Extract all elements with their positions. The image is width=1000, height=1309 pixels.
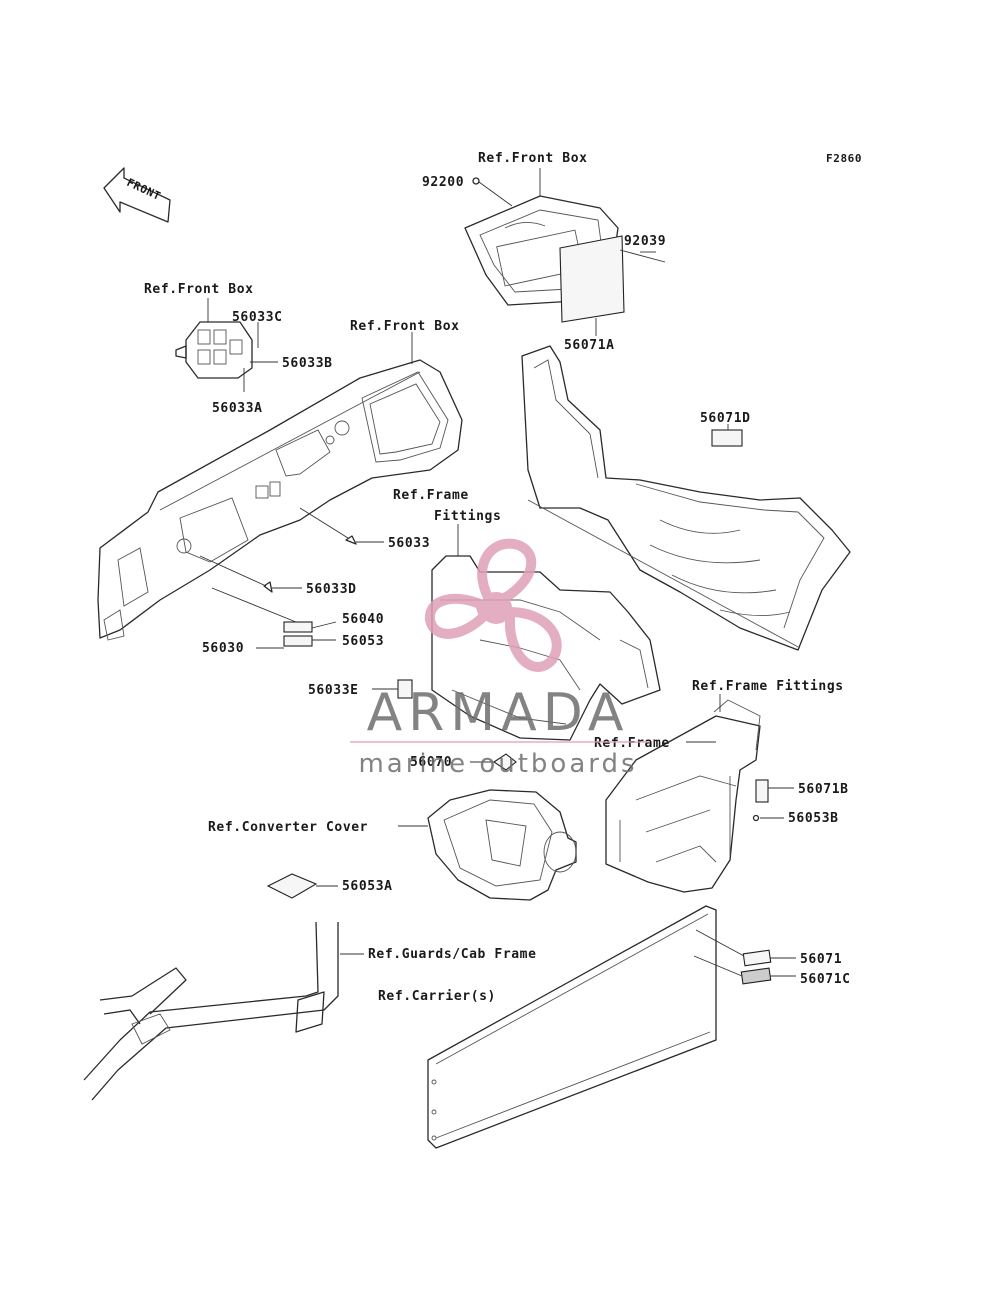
callout-ref-front-box-mid: Ref.Front Box <box>350 319 460 334</box>
grommet-92200 <box>472 177 480 185</box>
callout-92200: 92200 <box>422 175 464 190</box>
callout-56053A: 56053A <box>342 879 393 894</box>
front-arrow-icon: FRONT <box>103 167 171 223</box>
callout-ref-guards-cab-frame: Ref.Guards/Cab Frame <box>368 947 537 962</box>
watermark: ARMADA marine outboards <box>350 538 650 779</box>
decal-56070 <box>493 753 517 771</box>
callout-56030: 56030 <box>202 641 244 656</box>
decal-56071A <box>559 235 625 323</box>
callout-56033B: 56033B <box>282 356 333 371</box>
switch-panel <box>175 321 253 379</box>
decal-56053A <box>266 873 318 899</box>
carrier-panel <box>427 905 717 1149</box>
callout-56033C: 56033C <box>232 310 283 325</box>
watermark-tagline: marine outboards <box>358 749 637 779</box>
callout-56071A: 56071A <box>564 338 615 353</box>
callout-ref-frame: Ref.Frame <box>594 736 670 751</box>
callout-56071: 56071 <box>800 952 842 967</box>
propeller-logo-icon <box>425 538 562 672</box>
callout-ref-frame-fittings-right: Ref.Frame Fittings <box>692 679 844 694</box>
side-panel <box>521 345 851 651</box>
decal-56071B <box>755 779 769 803</box>
callout-56071B: 56071B <box>798 782 849 797</box>
watermark-brand: ARMADA <box>367 683 630 743</box>
converter-cover <box>427 789 577 901</box>
callout-ref-front-box-left: Ref.Front Box <box>144 282 254 297</box>
callout-92039: 92039 <box>624 234 666 249</box>
callout-ref-frame-fittings-1: Ref.Frame <box>393 488 469 503</box>
decal-56053 <box>283 635 313 647</box>
callout-ref-converter-cover: Ref.Converter Cover <box>208 820 368 835</box>
callout-56053: 56053 <box>342 634 384 649</box>
callout-ref-frame-fittings-2: Fittings <box>434 509 501 524</box>
callout-ref-carriers: Ref.Carrier(s) <box>378 989 496 1004</box>
callout-56033A: 56033A <box>212 401 263 416</box>
clip-56053B <box>752 814 760 822</box>
clip-56033 <box>345 535 357 545</box>
figure-code: F2860 <box>826 152 862 165</box>
decal-56071C <box>740 967 772 985</box>
dashboard-panel <box>97 359 463 641</box>
decal-56040 <box>283 621 313 633</box>
callout-ref-front-box-top: Ref.Front Box <box>478 151 588 166</box>
rear-frame <box>605 699 761 893</box>
guards-cab-frame <box>83 921 339 1101</box>
callout-56033E: 56033E <box>308 683 359 698</box>
callout-56071D: 56071D <box>700 411 751 426</box>
clip-56033D <box>263 581 273 593</box>
callout-56071C: 56071C <box>800 972 851 987</box>
decal-56071 <box>742 949 772 967</box>
callout-56070: 56070 <box>410 755 452 770</box>
callout-56033: 56033 <box>388 536 430 551</box>
callout-56040: 56040 <box>342 612 384 627</box>
decal-56071D <box>711 429 743 447</box>
callout-56033D: 56033D <box>306 582 357 597</box>
callout-56053B: 56053B <box>788 811 839 826</box>
